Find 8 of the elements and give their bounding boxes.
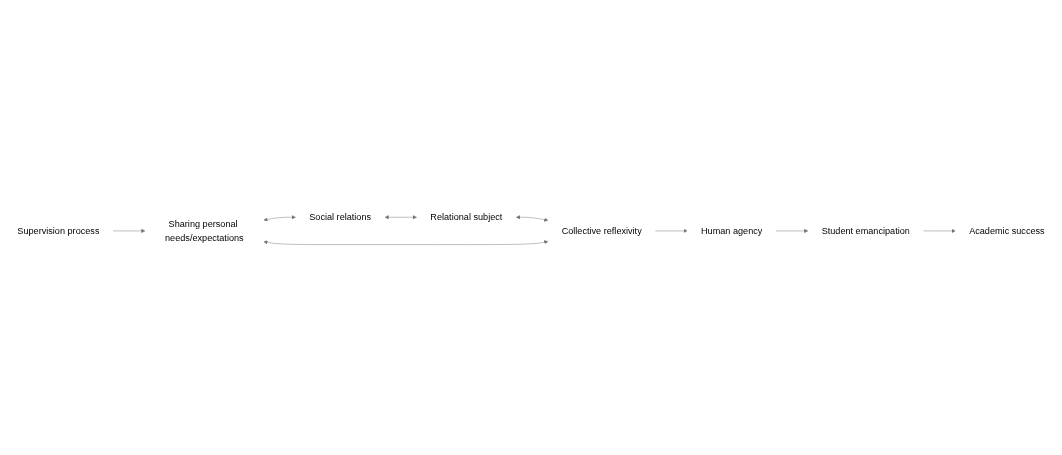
node-text: Human agency — [701, 225, 763, 236]
node-text: Sharing personal needs/expectations — [165, 219, 244, 243]
node-text: Student emancipation — [821, 225, 910, 236]
node-text: Supervision process — [17, 225, 100, 236]
node-text: Collective reflexivity — [561, 225, 642, 236]
node-text: Academic success — [969, 225, 1045, 236]
node-text: Relational subject — [430, 212, 503, 223]
node-text: Social relations — [309, 212, 372, 223]
